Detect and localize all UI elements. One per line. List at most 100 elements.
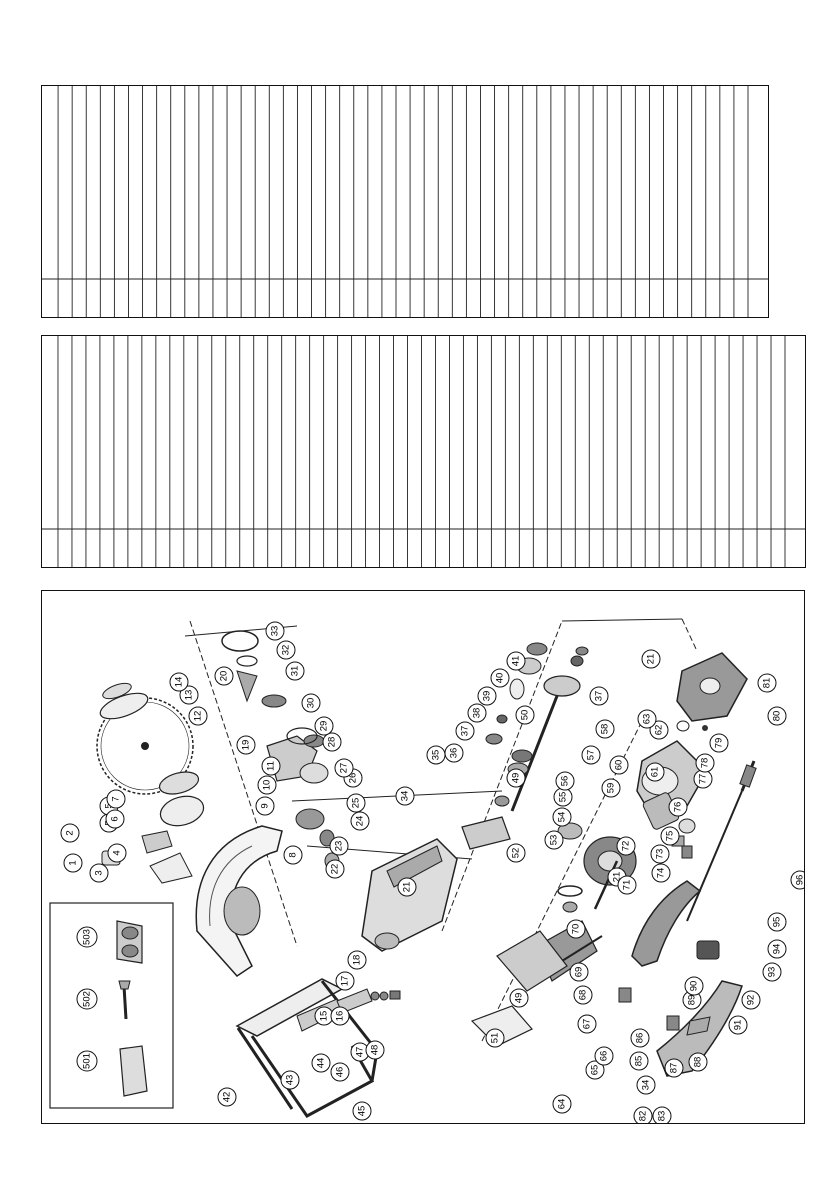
callout-circle-c31 <box>285 661 305 681</box>
callout-label-c83: 83 <box>657 1111 668 1122</box>
callout-label-c49b: 49 <box>514 993 525 1004</box>
callout-label-c9: 9 <box>260 803 271 808</box>
callout-circle-c48 <box>365 1040 385 1060</box>
callout-circle-c30 <box>301 693 321 713</box>
callout-label-c78: 78 <box>700 758 711 769</box>
callout-label-c27: 27 <box>339 763 350 774</box>
callout-label-c503: 503 <box>82 929 93 945</box>
callout-circle-c61 <box>645 762 665 782</box>
callout-circle-c4 <box>107 843 127 863</box>
callout-circle-c67 <box>577 1014 597 1034</box>
callout-circle-c27 <box>334 758 354 778</box>
callout-label-c20: 20 <box>219 671 230 682</box>
callout-label-c42: 42 <box>222 1092 233 1103</box>
callout-circle-c96 <box>790 870 804 890</box>
callout-label-c18: 18 <box>352 955 363 966</box>
callout-label-c62: 62 <box>654 725 665 736</box>
callout-circle-c20 <box>214 666 234 686</box>
callout-label-c66: 66 <box>599 1051 610 1062</box>
callout-circle-c10 <box>257 775 277 795</box>
callout-label-c45: 45 <box>357 1106 368 1117</box>
callout-circle-c8 <box>283 845 303 865</box>
callout-circle-c83 <box>652 1106 672 1123</box>
callout-circle-c23 <box>329 836 349 856</box>
callout-label-c34a: 34 <box>400 791 411 802</box>
callout-label-c21b: 21 <box>612 872 623 883</box>
callout-circle-c17 <box>335 971 355 991</box>
callout-label-c37a: 37 <box>460 726 471 737</box>
callout-label-c46: 46 <box>335 1067 346 1078</box>
callout-circle-c34b <box>636 1075 656 1095</box>
accessories-box <box>49 902 174 1109</box>
callout-label-c90: 90 <box>689 981 700 992</box>
callout-circle-c6 <box>105 809 125 829</box>
callout-circle-c19 <box>236 735 256 755</box>
callout-label-c8: 8 <box>288 852 299 857</box>
callout-label-c61: 61 <box>650 767 661 778</box>
callout-label-c47: 47 <box>355 1047 366 1058</box>
callout-circle-c63 <box>637 709 657 729</box>
callout-label-c25: 25 <box>351 798 362 809</box>
callout-label-c96: 96 <box>795 875 806 886</box>
callout-label-c13: 13 <box>184 690 195 701</box>
callout-label-c85: 85 <box>634 1056 645 1067</box>
callout-label-c92: 92 <box>746 995 757 1006</box>
exploded-diagram-drawing: 1234556789101112131415161718192021212122… <box>49 618 806 1123</box>
parts-table-bottom-grid <box>42 336 805 567</box>
callout-label-c59: 59 <box>606 783 617 794</box>
callout-label-c76: 76 <box>673 802 684 813</box>
callout-circle-c7 <box>106 789 126 809</box>
callout-circle-c75 <box>660 826 680 846</box>
callout-label-c72: 72 <box>621 841 632 852</box>
callout-label-c56: 56 <box>560 776 571 787</box>
callout-circle-c64 <box>552 1094 572 1114</box>
callout-circle-c45 <box>352 1101 372 1121</box>
flange-icon <box>99 682 149 720</box>
callout-label-c11: 11 <box>266 761 277 771</box>
callout-circle-c32 <box>276 640 296 660</box>
callout-label-c16: 16 <box>335 1011 346 1022</box>
hose-icon <box>119 1045 148 1097</box>
callout-label-c82: 82 <box>638 1111 649 1122</box>
callout-label-c3: 3 <box>94 870 105 875</box>
callout-label-c21c: 21 <box>646 654 657 665</box>
callout-circle-c88 <box>688 1052 708 1072</box>
exploded-parts-diagram: 1234556789101112131415161718192021212122… <box>41 590 805 1124</box>
callout-circle-c9 <box>255 796 275 816</box>
callout-label-c94: 94 <box>772 944 783 955</box>
callout-circle-c41 <box>506 651 526 671</box>
callout-circle-c81 <box>757 673 777 693</box>
callout-label-c21a: 21 <box>402 882 413 893</box>
callout-circle-c68 <box>573 985 593 1005</box>
callout-label-c50: 50 <box>520 710 531 721</box>
callout-label-c22: 22 <box>330 864 341 875</box>
callout-circle-c70 <box>566 919 586 939</box>
callout-label-c502: 502 <box>82 991 93 1007</box>
callout-label-c44: 44 <box>316 1058 327 1069</box>
callout-circle-c53 <box>544 830 564 850</box>
wrench-icon <box>118 980 131 1020</box>
callout-label-c31: 31 <box>290 666 301 677</box>
callout-circle-c33 <box>265 621 285 641</box>
callout-circle-c14 <box>169 672 189 692</box>
callout-circle-c79 <box>709 733 729 753</box>
callout-circle-c3 <box>89 863 109 883</box>
callout-label-c79: 79 <box>714 738 725 749</box>
callout-circle-c38 <box>467 703 487 723</box>
callout-circle-c49a <box>506 768 526 788</box>
callout-label-c39: 39 <box>482 691 493 702</box>
handle-icon <box>631 880 702 967</box>
callout-label-c26: 26 <box>348 773 359 784</box>
callout-label-c52: 52 <box>511 848 522 859</box>
callout-circle-c46 <box>330 1062 350 1082</box>
callout-circle-c37a <box>455 721 475 741</box>
callout-label-c57: 57 <box>586 750 597 761</box>
callout-label-c32: 32 <box>281 645 292 656</box>
callout-circle-c503 <box>76 926 98 948</box>
power-cord-icon <box>686 760 757 922</box>
callout-label-c38: 38 <box>472 708 483 719</box>
callout-circle-c91 <box>728 1015 748 1035</box>
callout-circle-c57 <box>581 745 601 765</box>
parts-table-top-grid <box>42 86 768 317</box>
callout-circle-c59 <box>601 778 621 798</box>
